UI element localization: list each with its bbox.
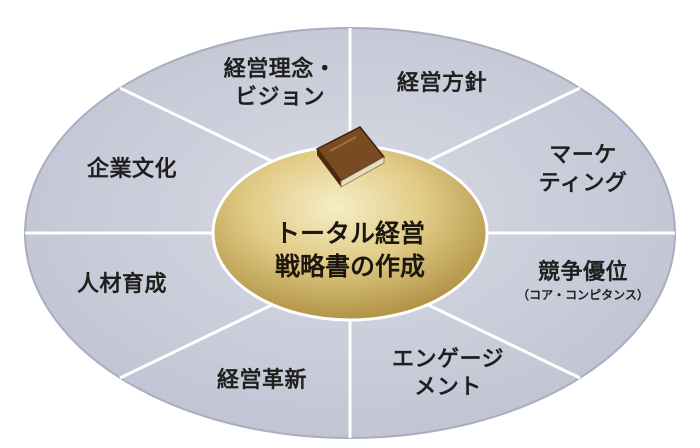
- segment-innovation: 経営革新: [217, 367, 307, 395]
- divider-top-right: [419, 86, 581, 167]
- segment-innovation-label: 経営革新: [216, 368, 308, 393]
- segment-marketing-line1: マーケ: [549, 143, 617, 168]
- segment-culture-label: 企業文化: [86, 157, 178, 182]
- book-icon: [315, 126, 386, 188]
- segment-competitive-sub: （コア・コンピタンス）: [517, 288, 649, 302]
- segment-competitive: 競争優位 （コア・コンピタンス）: [517, 259, 649, 303]
- segment-engagement: エンゲージ メント: [392, 346, 504, 402]
- divider-top-left: [119, 86, 281, 167]
- center-title-line1: トータル経営: [274, 219, 426, 248]
- segment-engagement-line1: エンゲージ: [391, 347, 505, 372]
- segment-hr: 人材育成: [77, 271, 167, 299]
- segment-marketing-line2: ティング: [538, 171, 628, 196]
- segment-dividers: [25, 28, 675, 438]
- center-title: トータル経営 戦略書の作成: [275, 217, 425, 283]
- divider-bottom-left: [119, 299, 281, 380]
- segment-policy-label: 経営方針: [396, 71, 488, 96]
- segment-vision: 経営理念・ ビジョン: [224, 56, 337, 112]
- segment-vision-line1: 経営理念・: [223, 57, 337, 82]
- divider-bottom-right: [419, 299, 581, 380]
- segment-culture: 企業文化: [87, 156, 177, 184]
- segment-hr-label: 人材育成: [76, 272, 168, 297]
- segment-competitive-line1: 競争優位: [537, 260, 629, 285]
- segment-marketing: マーケ ティング: [539, 142, 628, 198]
- segment-vision-line2: ビジョン: [234, 85, 326, 110]
- segment-engagement-line2: メント: [414, 375, 482, 400]
- segment-policy: 経営方針: [397, 70, 487, 98]
- center-title-line2: 戦略書の作成: [274, 252, 426, 281]
